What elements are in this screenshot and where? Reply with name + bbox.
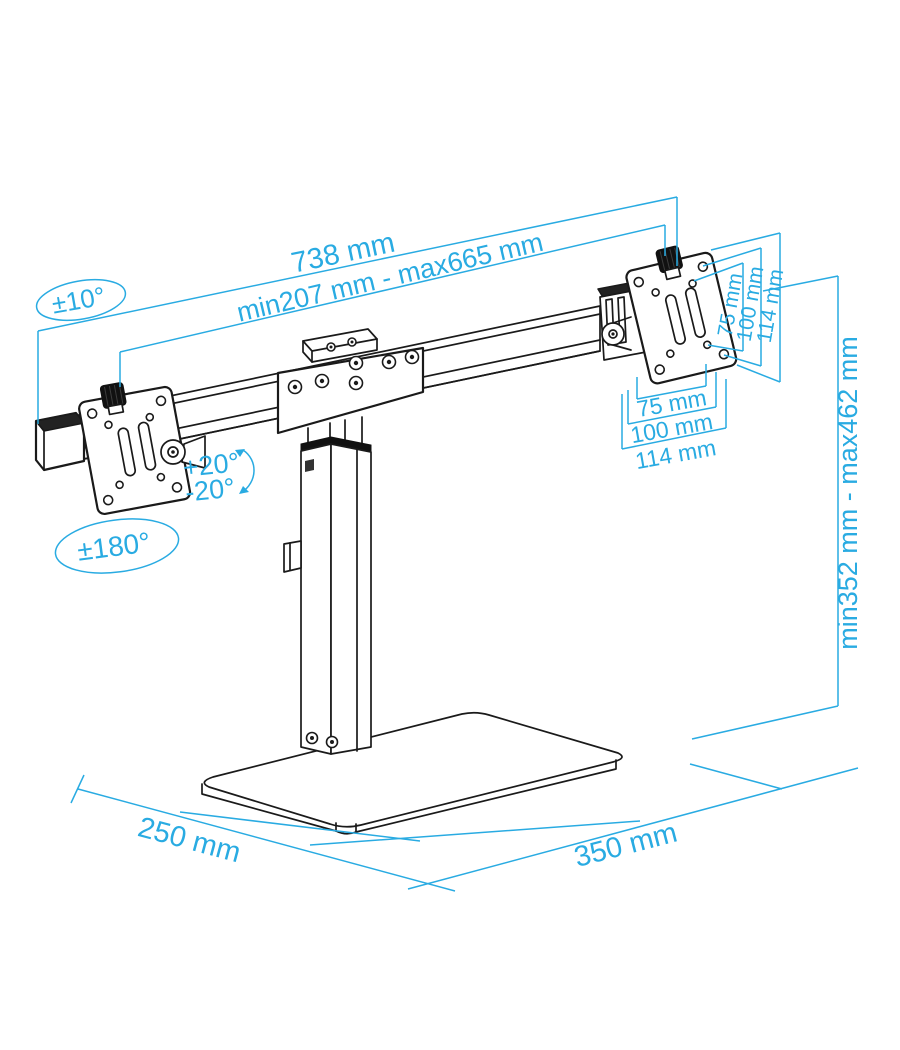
cable-clip — [283, 540, 302, 573]
rotation-angle-indicator — [54, 518, 180, 574]
bracket-screws — [287, 349, 420, 395]
right-tension-knob — [655, 245, 683, 281]
center-bracket — [276, 328, 425, 435]
center-column — [283, 416, 372, 755]
dimension-monitor-span — [119, 224, 666, 387]
label-height-range: min352 mm - max462 mm — [833, 336, 863, 650]
tilt-angle-indicator — [235, 449, 255, 494]
base-plate — [201, 711, 623, 835]
label-base-depth: 250 mm — [135, 811, 244, 869]
label-tilt-up: +20° — [181, 447, 240, 483]
left-arm-end-cap — [34, 411, 86, 472]
dimension-vesa-vertical — [693, 232, 781, 383]
dimension-base-depth — [70, 774, 456, 892]
label-rotation-range: ±180° — [75, 526, 152, 566]
dimension-height-range — [691, 275, 839, 740]
dimension-vesa-horizontal — [621, 364, 727, 450]
left-tension-knob — [99, 382, 127, 416]
swivel-angle-indicator — [35, 278, 127, 322]
right-pivot-joint — [601, 316, 632, 351]
dimension-total-width — [37, 196, 678, 424]
right-vesa-plate — [625, 245, 738, 385]
dimension-base-width — [179, 763, 859, 890]
left-vesa-plate — [78, 382, 192, 516]
label-tilt-down: -20° — [184, 473, 237, 508]
left-pivot-joint — [160, 435, 206, 469]
